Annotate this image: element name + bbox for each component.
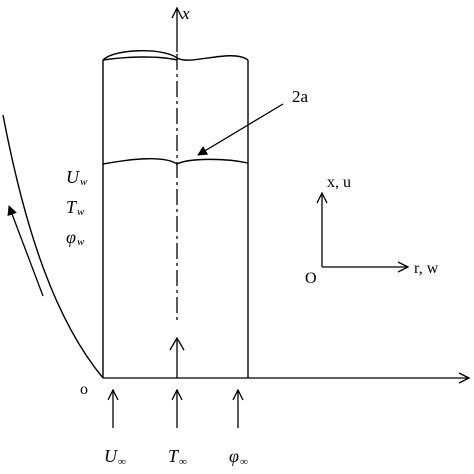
wall-concentration-label: φw	[66, 227, 85, 248]
frame-origin-label: O	[305, 270, 317, 287]
cylinder-top-cut	[102, 50, 249, 61]
freestream-temperature-label: T∞	[168, 446, 187, 468]
frame-xu-label: x, u	[327, 174, 351, 191]
wall-velocity-label: Uw	[66, 167, 88, 188]
boundary-flow-arrow	[7, 205, 44, 297]
freestream-concentration-label: φ∞	[229, 446, 248, 468]
diameter-pointer-arrow	[197, 103, 284, 156]
boundary-layer-curve	[2, 114, 104, 379]
centerline-arrow-head	[169, 336, 185, 351]
coordinate-frame: x, u O r, w	[305, 174, 439, 287]
cylinder-top-cut-inner	[102, 56, 178, 61]
origin-label: o	[80, 381, 88, 398]
freestream-velocity-label: U∞	[104, 446, 126, 468]
x-axis-label: x	[181, 4, 190, 23]
wall-temperature-label: Tw	[66, 197, 85, 218]
diameter-label: 2a	[292, 87, 309, 106]
cylinder-section-line	[102, 158, 249, 165]
frame-rw-label: r, w	[414, 260, 439, 277]
cylinder	[102, 50, 249, 378]
